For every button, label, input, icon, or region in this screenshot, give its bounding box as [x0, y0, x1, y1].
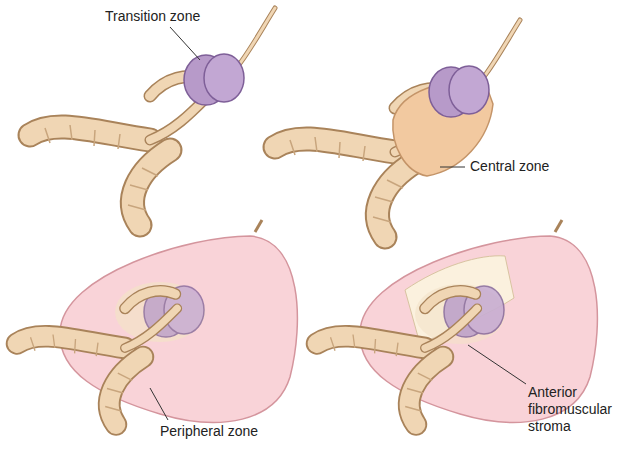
seminal-vesicles [317, 291, 477, 425]
seminal-vesicles [30, 77, 208, 225]
leader-line [170, 27, 200, 60]
peripheral-zone [60, 236, 297, 422]
leader-line [150, 388, 168, 420]
zone-label: Central zone [470, 158, 580, 175]
zone-label: Anterior fibromuscular stroma [528, 384, 632, 435]
urethra [255, 220, 262, 232]
seminal-vesicles [17, 291, 177, 425]
transition-zone [429, 66, 489, 117]
zone-label: Transition zone [105, 8, 225, 25]
panel-transition [30, 8, 275, 225]
panel-central [275, 20, 520, 237]
zone-label: Peripheral zone [160, 423, 290, 440]
urethra [555, 220, 562, 232]
transition-zone [184, 54, 244, 105]
leader-line [468, 345, 526, 384]
leader-line [440, 167, 465, 168]
panel-peripheral [17, 220, 297, 425]
